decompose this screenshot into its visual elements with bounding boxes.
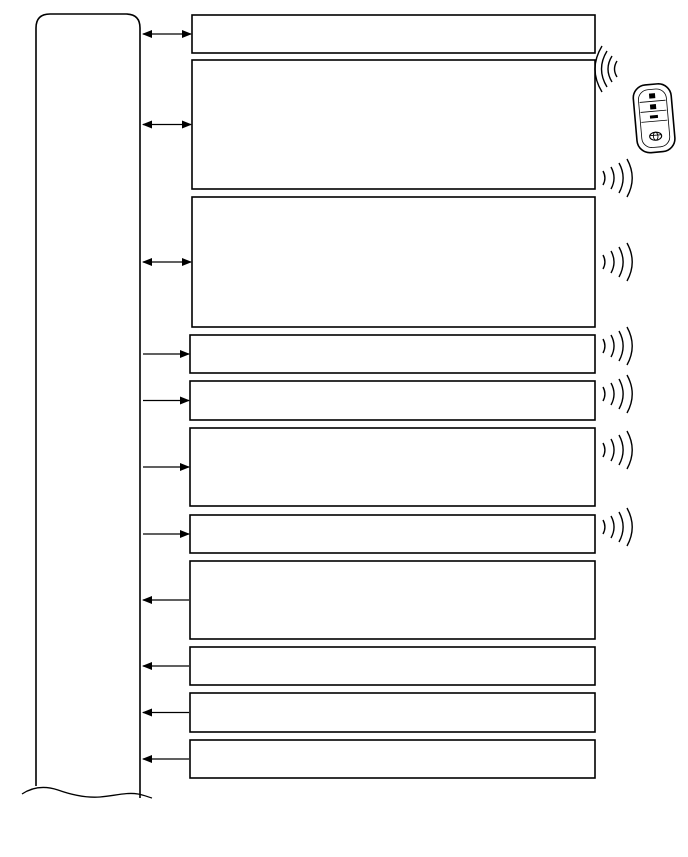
radio-signal-icon: [602, 242, 633, 282]
component-box-2: [191, 59, 596, 190]
wireless-signals: [602, 158, 633, 547]
radio-signal-icon: [602, 158, 633, 198]
component-box-3: [191, 196, 596, 328]
radio-signal-icon: [602, 507, 633, 547]
component-box-6: [189, 427, 596, 507]
smart-key-fob-icon: [632, 83, 676, 154]
component-box-8: [189, 560, 596, 640]
component-box-7: [189, 514, 596, 554]
radio-signal-icon: [602, 326, 633, 366]
component-box-1: [191, 14, 596, 54]
controller-box: [21, 13, 153, 799]
component-box-5: [189, 380, 596, 421]
component-box-9: [189, 646, 596, 686]
fob-signal-icon: [594, 45, 618, 93]
component-box-4: [189, 334, 596, 374]
radio-signal-icon: [602, 374, 633, 414]
connection-arrows: [142, 30, 192, 763]
component-boxes: [189, 14, 596, 779]
component-box-11: [189, 739, 596, 779]
component-box-10: [189, 692, 596, 733]
radio-signal-icon: [602, 430, 633, 470]
